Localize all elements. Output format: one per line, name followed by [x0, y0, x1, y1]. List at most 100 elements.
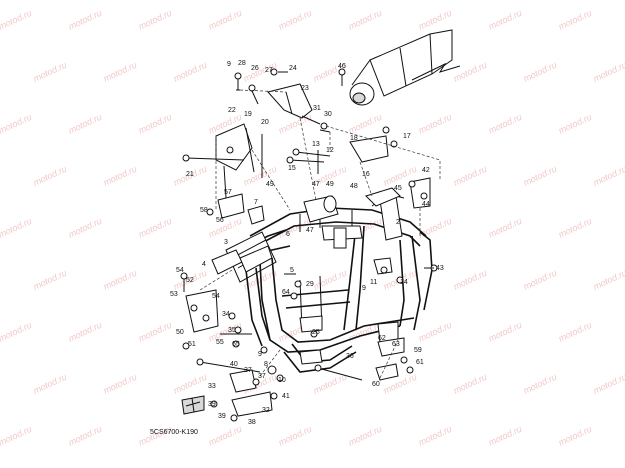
muffler-drawing — [349, 29, 461, 106]
watermark-text: motod.ru — [522, 268, 558, 292]
callout-17: 17 — [403, 133, 411, 140]
watermark-text: motod.ru — [417, 216, 453, 240]
watermark-text: motod.ru — [557, 424, 593, 448]
callout-65: 65 — [232, 341, 240, 348]
callout-5: 5 — [290, 267, 294, 274]
watermark-text: motod.ru — [137, 8, 173, 32]
watermark-text: motod.ru — [417, 424, 453, 448]
callout-49: 49 — [266, 181, 274, 188]
watermark-text: motod.ru — [522, 372, 558, 396]
callout-50: 50 — [176, 329, 184, 336]
callout-53: 53 — [170, 291, 178, 298]
watermark-text: motod.ru — [172, 60, 208, 84]
watermark-text: motod.ru — [137, 320, 173, 344]
watermark-text: motod.ru — [452, 164, 488, 188]
callout-21: 21 — [186, 171, 194, 178]
watermark-text: motod.ru — [277, 424, 313, 448]
callout-9: 9 — [362, 285, 366, 292]
watermark-text: motod.ru — [0, 424, 33, 448]
watermark-text: motod.ru — [32, 372, 68, 396]
watermark-text: motod.ru — [592, 268, 625, 292]
watermark-text: motod.ru — [557, 112, 593, 136]
watermark-text: motod.ru — [312, 372, 348, 396]
callout-39: 39 — [218, 413, 226, 420]
callout-37: 37 — [244, 367, 252, 374]
callout-13: 13 — [312, 141, 320, 148]
callout-47: 47 — [312, 181, 320, 188]
leader-dashes — [199, 89, 441, 379]
watermark-text: motod.ru — [102, 372, 138, 396]
callout-47: 47 — [306, 227, 314, 234]
watermark-text: motod.ru — [417, 320, 453, 344]
watermark-text: motod.ru — [67, 320, 103, 344]
callout-9: 9 — [227, 61, 231, 68]
callout-54: 54 — [212, 293, 220, 300]
watermark-text: motod.ru — [67, 8, 103, 32]
watermark-text: motod.ru — [487, 112, 523, 136]
watermark-text: motod.ru — [592, 60, 625, 84]
watermark-text: motod.ru — [137, 112, 173, 136]
callout-27: 27 — [265, 67, 273, 74]
callout-7: 7 — [254, 199, 258, 206]
watermark-text: motod.ru — [207, 8, 243, 32]
watermark-text: motod.ru — [312, 268, 348, 292]
watermark-text: motod.ru — [67, 216, 103, 240]
watermark-text: motod.ru — [522, 164, 558, 188]
callout-34: 34 — [222, 311, 230, 318]
watermark-text: motod.ru — [207, 216, 243, 240]
watermark-text: motod.ru — [0, 320, 33, 344]
callout-63: 63 — [392, 341, 400, 348]
callout-14: 14 — [400, 279, 408, 286]
watermark-text: motod.ru — [592, 372, 625, 396]
watermark-text: motod.ru — [32, 268, 68, 292]
callout-4: 4 — [202, 261, 206, 268]
watermark-text: motod.ru — [102, 268, 138, 292]
callout-24: 24 — [289, 65, 297, 72]
callout-62: 62 — [378, 335, 386, 342]
watermark-text: motod.ru — [452, 268, 488, 292]
callout-6: 6 — [286, 231, 290, 238]
callout-44: 44 — [422, 201, 430, 208]
watermark-text: motod.ru — [417, 112, 453, 136]
watermark-text: motod.ru — [0, 216, 33, 240]
callout-19: 19 — [244, 111, 252, 118]
callout-42: 42 — [422, 167, 430, 174]
watermark-text: motod.ru — [32, 164, 68, 188]
watermark-text: motod.ru — [487, 424, 523, 448]
callout-30: 30 — [324, 111, 332, 118]
watermark-text: motod.ru — [522, 60, 558, 84]
callout-40: 40 — [230, 361, 238, 368]
callout-55: 55 — [216, 339, 224, 346]
watermark-text: motod.ru — [347, 112, 383, 136]
callout-15: 15 — [288, 165, 296, 172]
watermark-text: motod.ru — [172, 372, 208, 396]
callout-59: 59 — [414, 347, 422, 354]
callout-52: 52 — [186, 277, 194, 284]
callout-49: 49 — [326, 181, 334, 188]
callout-25: 25 — [312, 329, 320, 336]
callout-32: 32 — [262, 407, 270, 414]
watermark-text: motod.ru — [32, 60, 68, 84]
callout-2: 2 — [396, 219, 400, 226]
watermark-text: motod.ru — [207, 424, 243, 448]
callout-12: 12 — [326, 147, 334, 154]
callout-23: 23 — [301, 85, 309, 92]
callout-61: 61 — [416, 359, 424, 366]
watermark-text: motod.ru — [452, 60, 488, 84]
callout-20: 20 — [261, 119, 269, 126]
watermark-text: motod.ru — [557, 216, 593, 240]
callout-56: 56 — [216, 217, 224, 224]
watermark-text: motod.ru — [67, 112, 103, 136]
watermark-text: motod.ru — [67, 424, 103, 448]
callout-22: 22 — [228, 107, 236, 114]
watermark-text: motod.ru — [557, 320, 593, 344]
callout-60: 60 — [372, 381, 380, 388]
watermark-text: motod.ru — [0, 8, 33, 32]
callout-38: 38 — [248, 419, 256, 426]
callout-10: 10 — [278, 377, 286, 384]
callout-29: 29 — [306, 281, 314, 288]
watermark-text: motod.ru — [557, 8, 593, 32]
watermark-text: motod.ru — [347, 424, 383, 448]
